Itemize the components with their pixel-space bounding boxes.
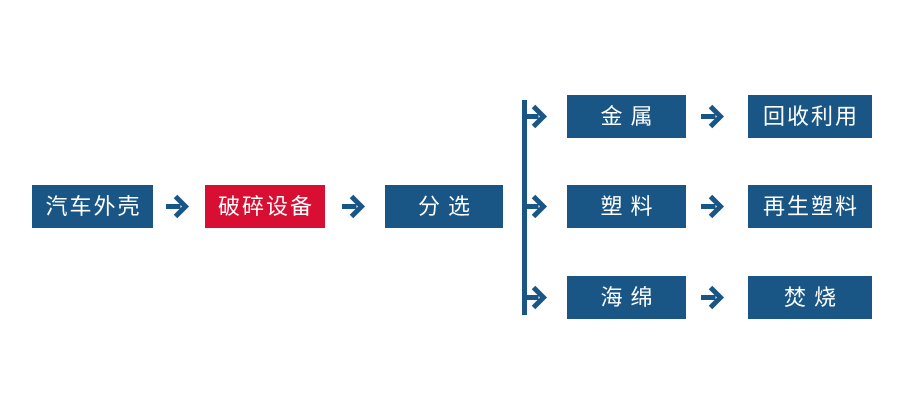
node-plastic-label: 塑料 xyxy=(600,193,661,219)
node-recycled-plastic: 再生塑料 xyxy=(748,185,872,228)
node-crusher: 破碎设备 xyxy=(205,185,325,228)
node-plastic: 塑料 xyxy=(567,185,686,228)
arrow-branch-metal-icon xyxy=(524,104,548,129)
node-sorting: 分选 xyxy=(385,185,503,228)
arrow-plastic-to-recycled-icon xyxy=(701,194,725,219)
node-metal-label: 金属 xyxy=(600,103,661,129)
node-incineration: 焚烧 xyxy=(748,276,872,319)
arrow-car-shell-to-crusher-icon xyxy=(166,194,190,219)
arrow-branch-plastic-icon xyxy=(524,194,548,219)
node-sponge: 海绵 xyxy=(567,276,686,319)
node-recycled-plastic-label: 再生塑料 xyxy=(762,193,859,219)
arrow-crusher-to-sorting-icon xyxy=(342,194,366,219)
arrow-metal-to-recycling-icon xyxy=(701,104,725,129)
node-recycling: 回收利用 xyxy=(748,95,872,138)
node-metal: 金属 xyxy=(567,95,686,138)
arrow-branch-sponge-icon xyxy=(524,285,548,310)
node-recycling-label: 回收利用 xyxy=(762,103,859,129)
node-sorting-label: 分选 xyxy=(417,193,478,219)
node-incineration-label: 焚烧 xyxy=(783,284,844,310)
node-car-shell: 汽车外壳 xyxy=(32,185,153,228)
arrow-sponge-to-incineration-icon xyxy=(701,285,725,310)
node-crusher-label: 破碎设备 xyxy=(217,193,314,219)
node-car-shell-label: 汽车外壳 xyxy=(45,193,142,219)
node-sponge-label: 海绵 xyxy=(600,284,661,310)
